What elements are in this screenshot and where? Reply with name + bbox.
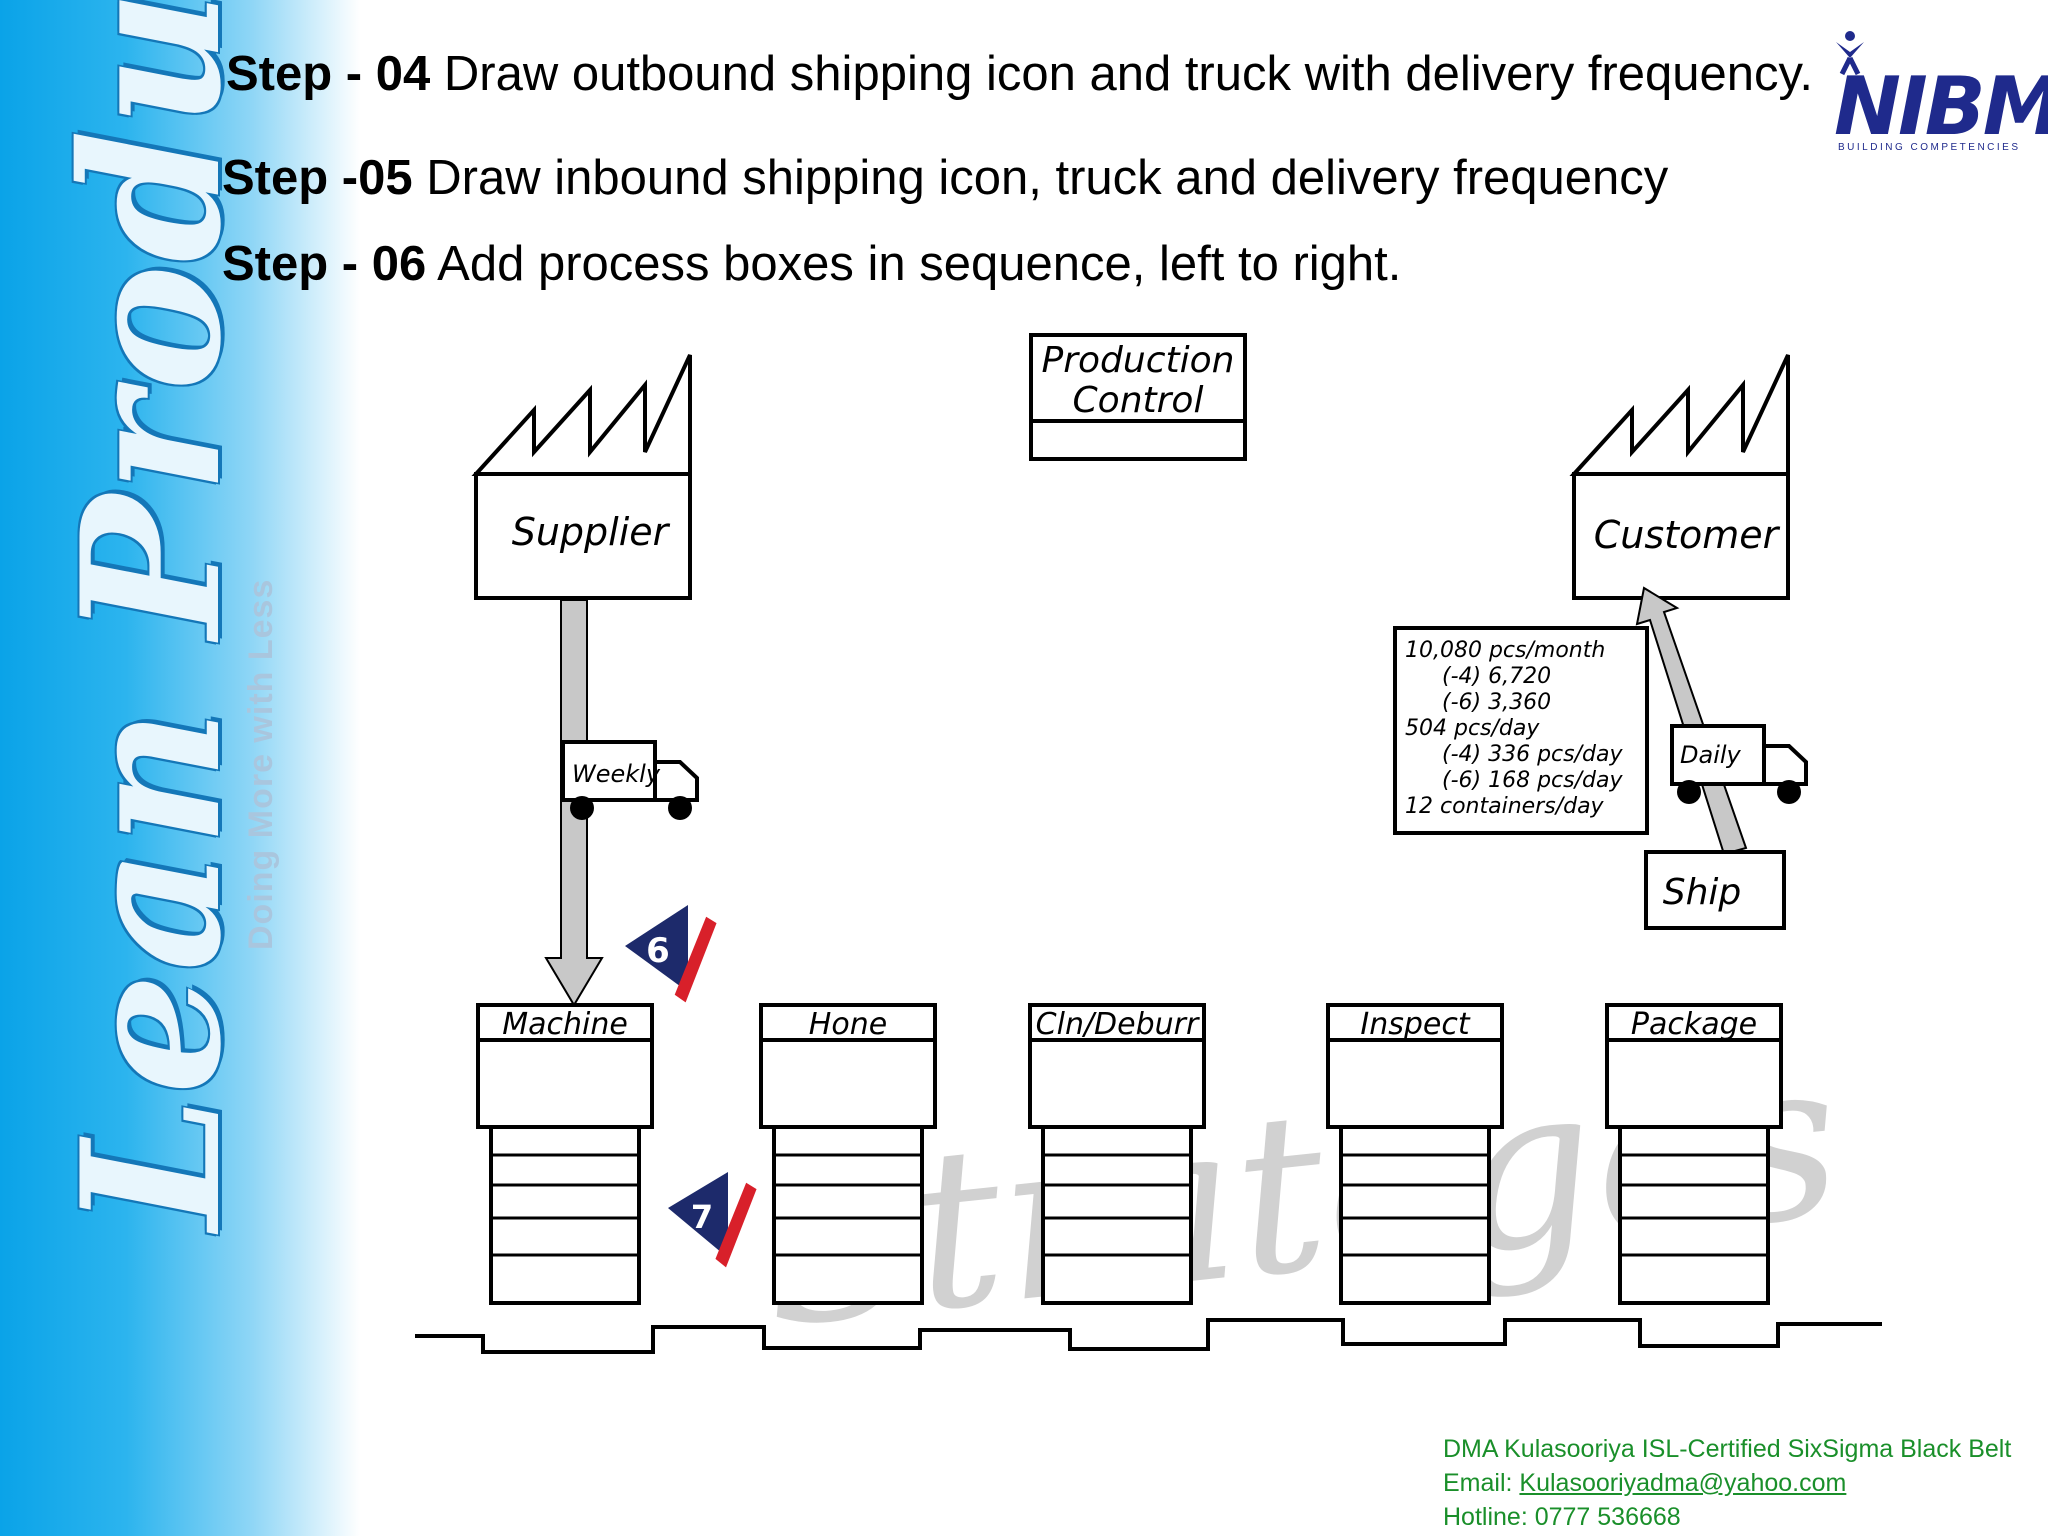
logo-subtitle: BUILDING COMPETENCIES bbox=[1838, 142, 2021, 153]
step-05: Step -05 Draw inbound shipping icon, tru… bbox=[222, 150, 1668, 206]
process-name-4: Package bbox=[1631, 1007, 1757, 1042]
nibm-logo: NIBM BUILDING COMPETENCIES bbox=[1830, 30, 2048, 160]
demand-line: 504 pcs/day bbox=[1405, 716, 1540, 741]
demand-line: (-4) 336 pcs/day bbox=[1442, 742, 1623, 767]
footer-email-row: Email: Kulasooriyadma@yahoo.com bbox=[1443, 1466, 2011, 1500]
demand-line: (-6) 3,360 bbox=[1442, 690, 1551, 715]
sidebar-band bbox=[0, 0, 360, 1536]
weekly-truck-label: Weekly bbox=[572, 760, 661, 788]
process-box: Machine bbox=[476, 1003, 654, 1305]
process-name-3: Inspect bbox=[1360, 1007, 1470, 1042]
step-6-marker-icon: 6 bbox=[625, 905, 717, 1003]
footer-email-link[interactable]: Kulasooriyadma@yahoo.com bbox=[1519, 1469, 1847, 1497]
step-06: Step - 06 Add process boxes in sequence,… bbox=[222, 236, 1401, 292]
step-05-label: Step -05 bbox=[222, 151, 413, 205]
demand-line: (-4) 6,720 bbox=[1442, 664, 1551, 689]
ship-box: Ship bbox=[1644, 850, 1786, 930]
step-06-label: Step - 06 bbox=[222, 237, 427, 291]
process-box: Inspect bbox=[1326, 1003, 1504, 1305]
daily-truck-label: Daily bbox=[1680, 741, 1742, 769]
production-control-line2: Control bbox=[1073, 380, 1204, 421]
footer-hotline: Hotline: 0777 536668 bbox=[1443, 1503, 1681, 1531]
customer-factory-icon: Customer bbox=[1569, 354, 1790, 600]
daily-truck-icon: Daily bbox=[1670, 724, 1808, 804]
ship-label: Ship bbox=[1663, 872, 1742, 913]
timeline-ladder bbox=[415, 1318, 1882, 1354]
customer-label: Customer bbox=[1594, 513, 1781, 557]
process-name-2: Cln/Deburr bbox=[1036, 1007, 1200, 1042]
footer-email-label: Email: bbox=[1443, 1469, 1513, 1497]
customer-shipment-arrow bbox=[1635, 586, 1748, 856]
process-box: Cln/Deburr bbox=[1028, 1003, 1206, 1305]
supplier-factory-icon: Supplier bbox=[471, 354, 692, 600]
process-name-0: Machine bbox=[502, 1007, 628, 1042]
logo-name: NIBM bbox=[1834, 60, 2048, 153]
process-name-1: Hone bbox=[809, 1007, 887, 1042]
demand-line: 10,080 pcs/month bbox=[1405, 638, 1605, 663]
production-control-box: Production Control bbox=[1029, 333, 1247, 461]
step-06-text: Add process boxes in sequence, left to r… bbox=[437, 237, 1402, 291]
supplier-label: Supplier bbox=[512, 510, 671, 554]
person-logo-icon bbox=[1836, 31, 1864, 76]
production-control-line1: Production bbox=[1042, 340, 1235, 381]
process-box: Package bbox=[1605, 1003, 1783, 1305]
process-boxes: Machine Hone Cln/Deburr Inspect Package bbox=[476, 1003, 1783, 1305]
footer: DMA Kulasooriya ISL-Certified SixSigma B… bbox=[1443, 1432, 2011, 1534]
demand-line: 12 containers/day bbox=[1405, 794, 1605, 819]
step-7-marker-icon: 7 bbox=[668, 1172, 757, 1268]
customer-demand-box: 10,080 pcs/month (-4) 6,720 (-6) 3,360 5… bbox=[1393, 626, 1649, 835]
process-box: Hone bbox=[759, 1003, 937, 1305]
weekly-truck-icon: Weekly bbox=[561, 740, 699, 820]
step-04-text: Draw outbound shipping icon and truck wi… bbox=[443, 47, 1813, 101]
step-04-label: Step - 04 bbox=[226, 47, 431, 101]
step-05-text: Draw inbound shipping icon, truck and de… bbox=[426, 151, 1669, 205]
demand-line: (-6) 168 pcs/day bbox=[1442, 768, 1623, 793]
step-6-marker-label: 6 bbox=[646, 931, 670, 971]
footer-credentials: DMA Kulasooriya ISL-Certified SixSigma B… bbox=[1443, 1435, 2012, 1463]
step-7-marker-label: 7 bbox=[691, 1198, 713, 1236]
step-04: Step - 04 Draw outbound shipping icon an… bbox=[226, 46, 1813, 102]
